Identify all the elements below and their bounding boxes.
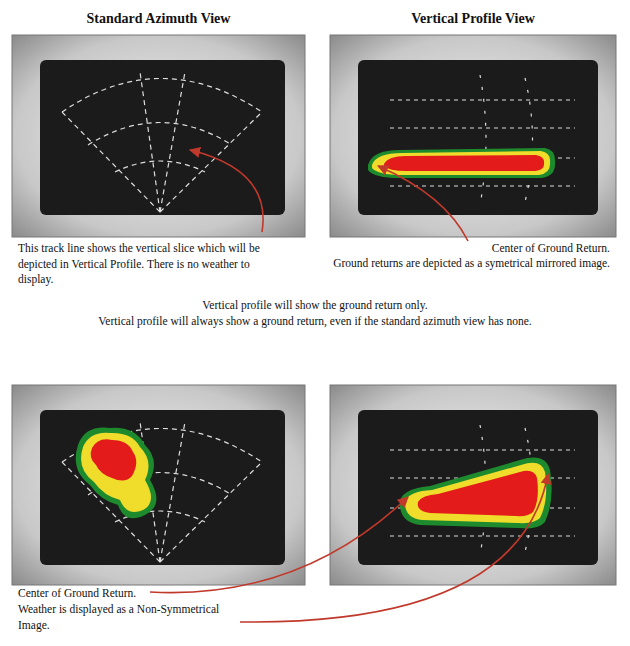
- callout-note: Center of Ground Return.: [18, 586, 268, 602]
- callout-note: This track line shows the vertical slice…: [18, 241, 280, 288]
- azimuth-grid: [62, 72, 262, 212]
- view-heading: Vertical Profile View: [330, 10, 616, 29]
- callout-note: Weather is displayed as a Non-Symmetrica…: [18, 602, 233, 633]
- weather-profile: [400, 458, 552, 529]
- display-bezel: [12, 35, 616, 585]
- ground-return: [368, 148, 555, 178]
- view-heading: Standard Azimuth View: [12, 10, 305, 29]
- callout-note: Center of Ground Return.: [340, 241, 610, 257]
- weather-cell: [76, 428, 157, 519]
- profile-grid: [390, 75, 575, 205]
- azimuth-grid: [62, 422, 262, 562]
- summary-note: Vertical profile will show the ground re…: [20, 298, 610, 314]
- profile-grid: [390, 425, 575, 555]
- summary-note: Vertical profile will always show a grou…: [20, 314, 610, 330]
- display-screen: [40, 60, 598, 565]
- callout-note: Ground returns are depicted as a symetri…: [330, 256, 610, 272]
- leader-arrow: [150, 150, 548, 622]
